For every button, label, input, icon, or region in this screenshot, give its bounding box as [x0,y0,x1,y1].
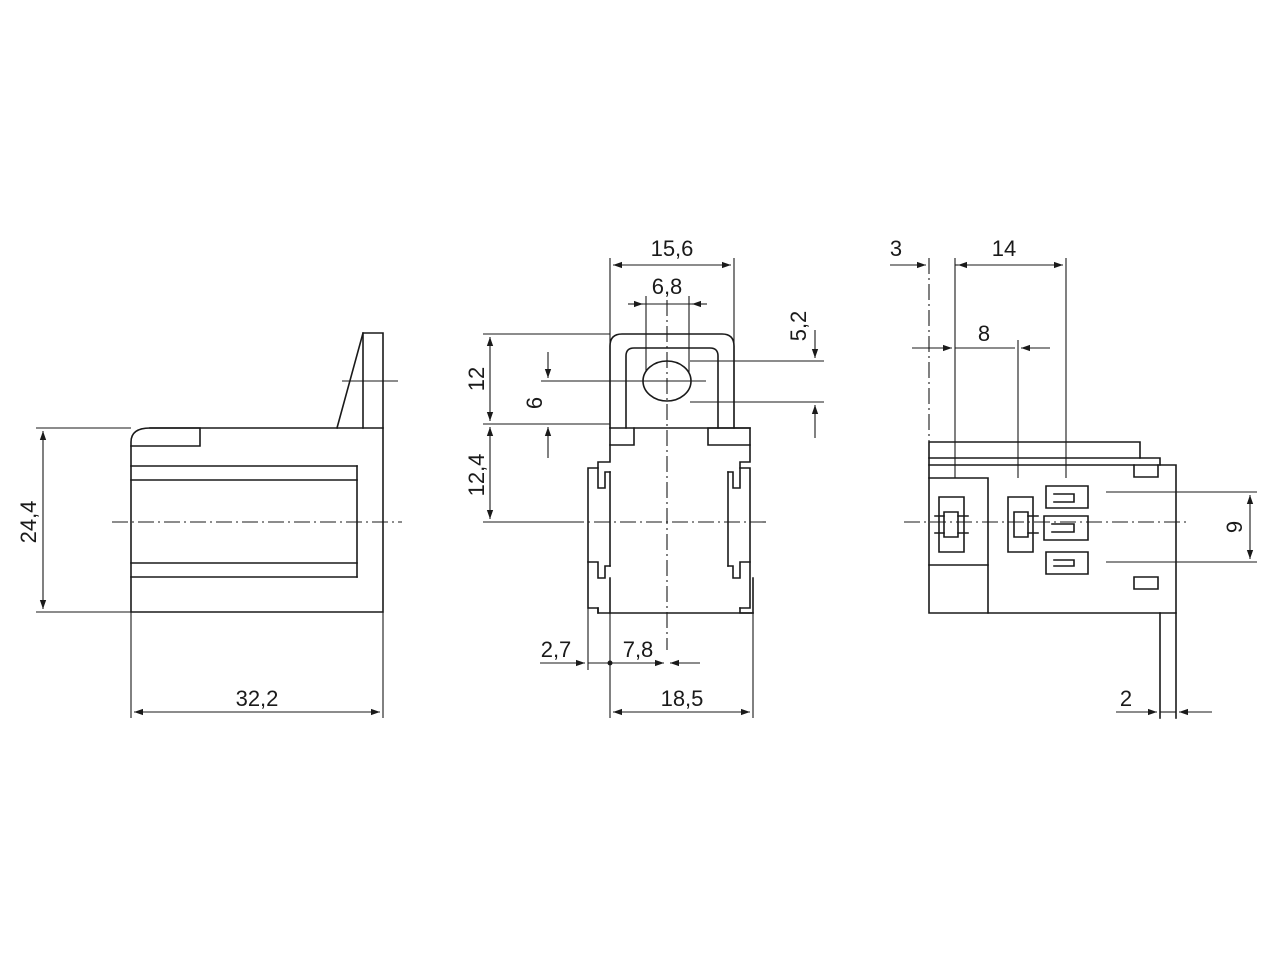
dim-hole-offset: 5,2 [786,311,811,342]
dim-slot-offset: 2,7 [541,637,572,662]
front-view: 15,6 6,8 5,2 12 6 12,4 2,7 [464,236,824,718]
dim-hole-spacing: 6,8 [652,274,683,299]
dim-base-width: 18,5 [661,686,704,711]
dim-tab-width: 15,6 [651,236,694,261]
dim-rear-offset-3: 3 [890,236,902,261]
dim-rear-span-14: 14 [992,236,1016,261]
dim-rear-flange: 2 [1120,686,1132,711]
dim-rear-span-8: 8 [978,321,990,346]
dim-side-height: 24,4 [16,501,41,544]
dim-center-offset: 7,8 [623,637,654,662]
dim-side-width: 32,2 [236,686,279,711]
dim-center-height: 12,4 [464,454,489,497]
side-view: 24,4 32,2 [16,332,402,718]
dim-hole-diameter: 6 [522,397,547,409]
dim-tab-height: 12 [464,367,489,391]
dim-terminal-pitch: 9 [1222,521,1247,533]
rear-view: 3 14 8 9 2 [890,236,1257,719]
